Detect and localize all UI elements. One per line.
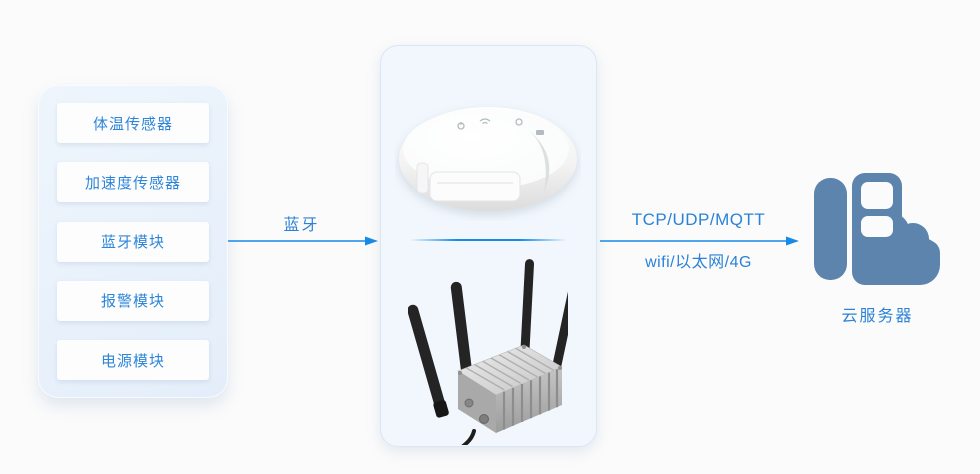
sensor-item-temperature[interactable]: 体温传感器 [57,103,209,143]
cloud-server-label: 云服务器 [841,308,914,325]
bluetooth-arrow-icon [228,236,378,246]
sensor-panel: 体温传感器 加速度传感器 蓝牙模块 报警模块 电源模块 [38,85,228,398]
router-cable [461,429,476,445]
router-body [457,344,563,433]
dome-gateway-device [399,107,577,211]
sensor-item-bluetooth[interactable]: 蓝牙模块 [57,221,209,262]
sensor-item-power[interactable]: 电源模块 [57,340,209,380]
status-leds [457,118,544,135]
cloud-link-protocol-label: TCP/UDP/MQTT [631,210,766,229]
gateway-panel [380,45,597,447]
cloud-server-icon [814,173,940,285]
industrial-router-device [408,259,568,445]
cloud-link-network-label: wifi/以太网/4G [645,254,752,271]
sensor-item-alarm[interactable]: 报警模块 [57,280,209,321]
cloud-arrow-icon [600,236,799,246]
bluetooth-link-label: 蓝牙 [283,217,320,234]
sensor-item-acceleration[interactable]: 加速度传感器 [57,162,209,203]
panel-divider [410,239,567,241]
